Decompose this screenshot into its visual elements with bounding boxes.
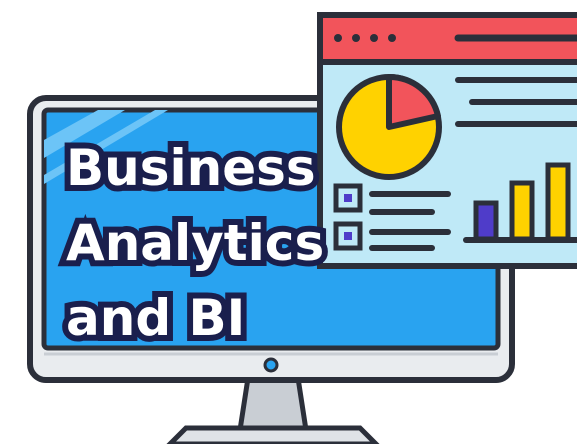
list-icon: [333, 183, 451, 251]
title-line-3: and BI: [60, 287, 251, 349]
title-line-1: Business: [60, 137, 322, 199]
bar-chart-icon: [463, 162, 577, 243]
pie-chart-icon: [336, 73, 442, 180]
monitor-stand: [166, 375, 380, 444]
dashboard-window-icon: [317, 12, 577, 269]
title-line-2: Analytics: [60, 212, 330, 274]
power-button-icon: [263, 357, 279, 373]
